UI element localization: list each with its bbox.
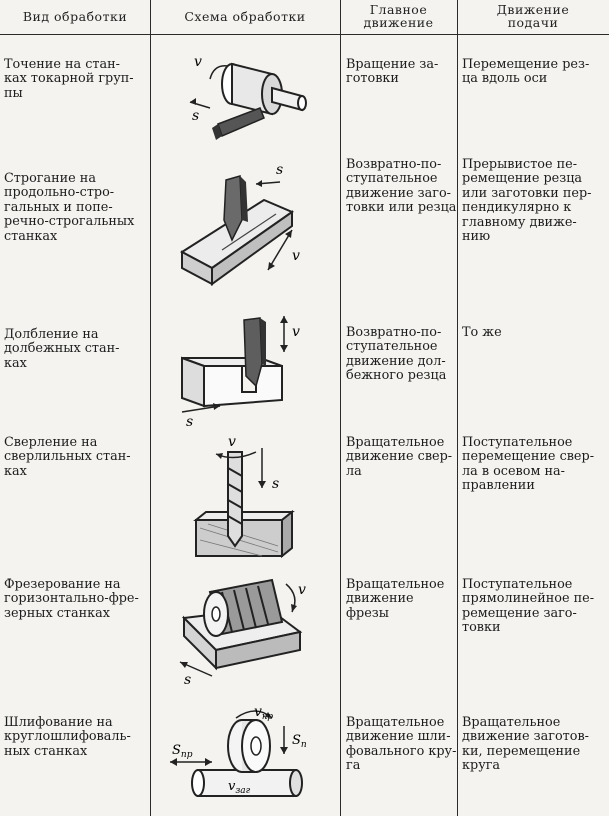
header-processing-type: Вид обработки <box>22 9 128 24</box>
row-drilling-main-motion: Вращательное движение свер- ла <box>346 435 453 479</box>
turning-s-label: s <box>192 108 199 124</box>
milling-scheme-diagram: v s <box>179 578 306 688</box>
drilling-s-label: s <box>272 476 279 492</box>
row-milling-type: Фрезерование на горизонтально-фре- зерны… <box>4 577 139 621</box>
milling-v-label: v <box>298 582 306 598</box>
grinding-spr-subscript: пр <box>181 750 193 760</box>
drilling-v-label: v <box>228 434 236 450</box>
column-divider <box>457 0 458 816</box>
row-turning-main-motion: Вращение за- готовки <box>346 57 439 87</box>
grinding-sn-symbol: S <box>292 733 301 748</box>
slotting-s-label: s <box>186 414 193 430</box>
row-drilling-type: Сверление на сверлильных стан- ках <box>4 435 131 479</box>
row-milling-feed-motion: Поступательное прямолинейное пе- ремещен… <box>462 577 595 636</box>
grinding-vzag-subscript: заг <box>235 786 250 796</box>
row-grinding-type: Шлифование на круглошлифоваль- ных станк… <box>4 715 131 759</box>
milling-s-label: s <box>184 672 191 688</box>
row-planing-main-motion: Возвратно-по- ступательное движение заго… <box>346 157 457 216</box>
turning-v-label: v <box>194 54 202 70</box>
planing-s-label: s <box>276 162 283 178</box>
svg-text:Sп: Sп <box>292 733 307 750</box>
grinding-vkr-subscript: кр <box>262 712 273 722</box>
slotting-v-label: v <box>292 324 300 340</box>
header-feed-motion: Движение подачи <box>496 2 570 30</box>
svg-text:vзаг: vзаг <box>228 779 251 796</box>
header-processing-scheme: Схема обработки <box>184 9 306 24</box>
turning-scheme-diagram: v s <box>189 54 307 140</box>
row-grinding-feed-motion: Вращательное движение заготов- ки, перем… <box>462 715 589 774</box>
grinding-scheme-diagram: vкр Sпр Sп vзаг <box>170 704 307 797</box>
row-slotting-main-motion: Возвратно-по- ступательное движение дол-… <box>346 325 447 384</box>
row-slotting-feed-motion: То же <box>462 325 502 340</box>
svg-text:vкр: vкр <box>254 704 273 722</box>
row-planing-type: Строгание на продольно-стро- гальных и п… <box>4 171 135 244</box>
planing-v-label: v <box>292 248 300 264</box>
slotting-scheme-diagram: v s <box>181 316 300 430</box>
planing-scheme-diagram: s v <box>180 162 300 286</box>
row-milling-main-motion: Вращательное движение фрезы <box>346 577 445 621</box>
header-divider <box>0 34 609 35</box>
grinding-spr-symbol: S <box>172 743 181 758</box>
row-turning-feed-motion: Перемещение рез- ца вдоль оси <box>462 57 590 87</box>
column-divider <box>340 0 341 816</box>
grinding-sn-subscript: п <box>301 740 307 750</box>
row-drilling-feed-motion: Поступательное перемещение свер- ла в ос… <box>462 435 595 494</box>
row-turning-type: Точение на стан- ках токарной груп- пы <box>4 57 134 101</box>
row-planing-feed-motion: Прерывистое пе- ремещение резца или заго… <box>462 157 592 245</box>
svg-text:Sпр: Sпр <box>172 743 193 760</box>
grinding-vzag-symbol: v <box>228 779 236 794</box>
row-slotting-type: Долбление на долбежных стан- ках <box>4 327 120 371</box>
grinding-vkr-symbol: v <box>254 704 262 720</box>
header-main-motion: Главное движение <box>363 2 434 30</box>
drilling-scheme-diagram: v s <box>193 434 295 559</box>
column-divider <box>150 0 151 816</box>
row-grinding-main-motion: Вращательное движение шли- фовального кр… <box>346 715 457 774</box>
